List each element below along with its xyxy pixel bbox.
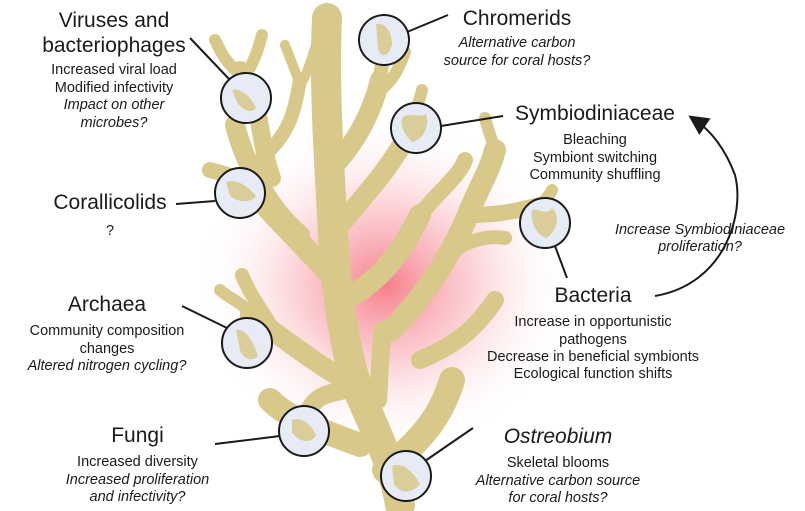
bacteria-effect-2: pathogens bbox=[462, 332, 724, 349]
chromerids-question-1: Alternative carbon bbox=[432, 35, 602, 52]
fungi-effect-1: Increased diversity bbox=[55, 454, 220, 471]
callout-line-symbiodiniaceae bbox=[441, 116, 503, 126]
bacteria-effect-4: Ecological function shifts bbox=[462, 366, 724, 383]
label-archaea: Archaea Community composition changes Al… bbox=[12, 292, 202, 375]
ostreobium-question-1: Alternative carbon source bbox=[458, 473, 658, 490]
fungi-question-2: and infectivity? bbox=[55, 489, 220, 506]
archaea-question-1: Altered nitrogen cycling? bbox=[12, 358, 202, 375]
callout-line-corallicolids bbox=[176, 201, 215, 204]
ostreobium-effect-1: Skeletal blooms bbox=[458, 455, 658, 472]
label-bacteria: Bacteria Increase in opportunistic patho… bbox=[462, 283, 724, 384]
symbiodiniaceae-effect-3: Community shuffling bbox=[500, 167, 690, 184]
viruses-title-line2: bacteriophages bbox=[14, 33, 214, 58]
label-feedback: Increase Symbiodiniaceae proliferation? bbox=[600, 222, 800, 257]
label-viruses: Viruses and bacteriophages Increased vir… bbox=[14, 8, 214, 132]
feedback-question-2: proliferation? bbox=[600, 239, 800, 256]
viruses-effect-2: Modified infectivity bbox=[14, 80, 214, 97]
viruses-question-2: microbes? bbox=[14, 115, 214, 132]
label-chromerids: Chromerids Alternative carbon source for… bbox=[432, 6, 602, 70]
bacteria-effect-1: Increase in opportunistic bbox=[462, 314, 724, 331]
chromerids-title: Chromerids bbox=[432, 6, 602, 31]
label-corallicolids: Corallicolids ? bbox=[40, 190, 180, 241]
label-ostreobium: Ostreobium Skeletal blooms Alternative c… bbox=[458, 424, 658, 507]
symbiodiniaceae-effect-2: Symbiont switching bbox=[500, 150, 690, 167]
label-symbiodiniaceae: Symbiodiniaceae Bleaching Symbiont switc… bbox=[500, 101, 690, 184]
label-fungi: Fungi Increased diversity Increased prol… bbox=[55, 423, 220, 506]
bacteria-title: Bacteria bbox=[462, 283, 724, 308]
corallicolids-title: Corallicolids bbox=[40, 190, 180, 215]
viruses-question-1: Impact on other bbox=[14, 97, 214, 114]
viruses-title-line1: Viruses and bbox=[14, 8, 214, 33]
viruses-effect-1: Increased viral load bbox=[14, 62, 214, 79]
archaea-effect-2: changes bbox=[12, 341, 202, 358]
callout-line-fungi bbox=[215, 436, 280, 444]
chromerids-question-2: source for coral hosts? bbox=[432, 53, 602, 70]
archaea-effect-1: Community composition bbox=[12, 323, 202, 340]
fungi-title: Fungi bbox=[55, 423, 220, 448]
bacteria-effect-3: Decrease in beneficial symbionts bbox=[462, 349, 724, 366]
ostreobium-question-2: for coral hosts? bbox=[458, 490, 658, 507]
ostreobium-title: Ostreobium bbox=[458, 424, 658, 449]
archaea-title: Archaea bbox=[12, 292, 202, 317]
feedback-question-1: Increase Symbiodiniaceae bbox=[600, 222, 800, 239]
symbiodiniaceae-effect-1: Bleaching bbox=[500, 132, 690, 149]
fungi-question-1: Increased proliferation bbox=[55, 472, 220, 489]
symbiodiniaceae-title: Symbiodiniaceae bbox=[500, 101, 690, 126]
corallicolids-effect-1: ? bbox=[40, 223, 180, 240]
